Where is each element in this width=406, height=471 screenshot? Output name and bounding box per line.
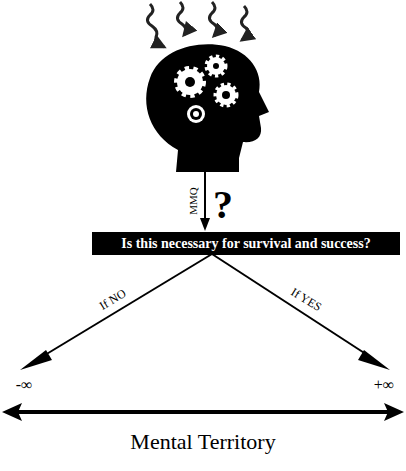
question-mark: ? bbox=[213, 183, 233, 227]
axis-title: Mental Territory bbox=[130, 430, 275, 454]
branch-label: If NO bbox=[97, 287, 128, 313]
head-silhouette bbox=[146, 44, 269, 172]
axis-end-label: +∞ bbox=[374, 376, 394, 394]
band-text: Is this necessary for survival and succe… bbox=[121, 235, 370, 253]
mmq-label: MMQ bbox=[187, 187, 199, 215]
question-band: Is this necessary for survival and succe… bbox=[92, 232, 400, 255]
wavy-arrows bbox=[147, 2, 248, 47]
mmq-arrow bbox=[204, 172, 206, 220]
axis-end-label: -∞ bbox=[16, 376, 33, 394]
gears bbox=[177, 57, 236, 123]
branch-label: If YES bbox=[288, 286, 323, 314]
territory-axis bbox=[2, 403, 404, 421]
branch-arrows bbox=[20, 254, 390, 370]
mmq-arrowhead bbox=[200, 218, 210, 231]
